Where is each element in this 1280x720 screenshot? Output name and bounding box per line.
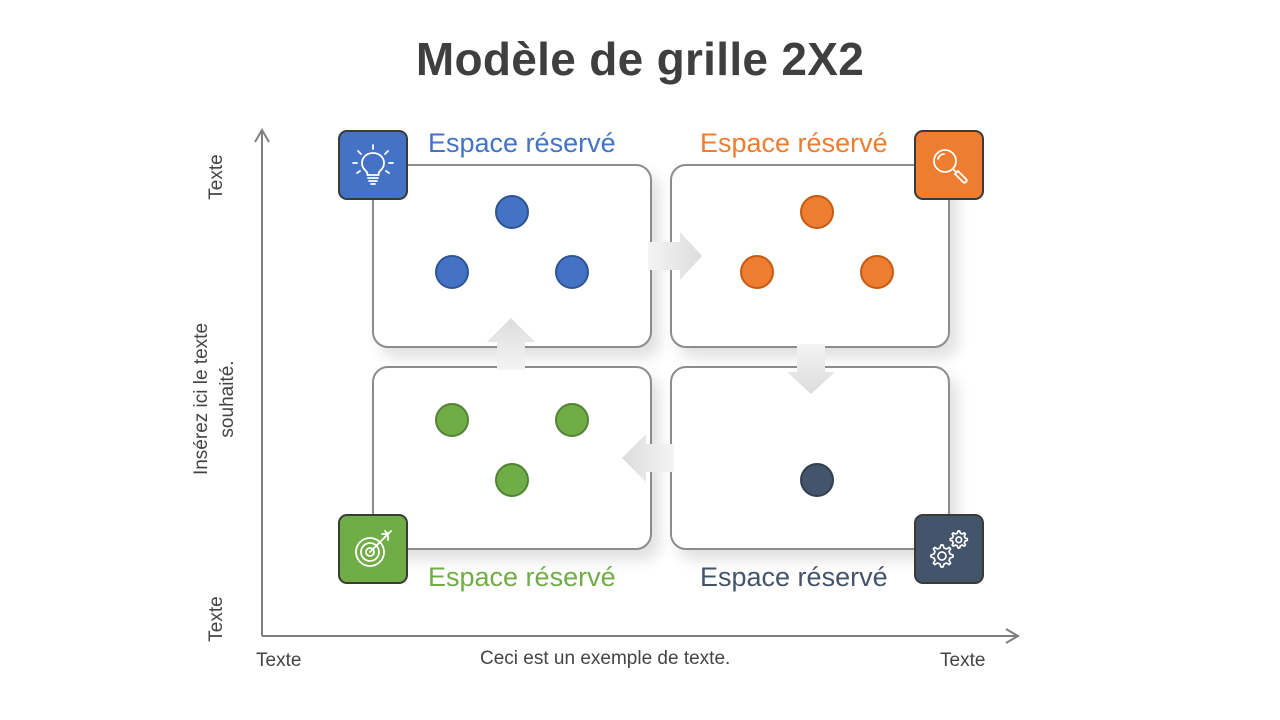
data-dot xyxy=(860,255,894,289)
data-dot xyxy=(555,255,589,289)
gears-icon xyxy=(930,530,969,568)
quadrant-bottom-left xyxy=(372,366,652,550)
data-dot xyxy=(495,463,529,497)
quadrant-label-bottom-left: Espace réservé xyxy=(428,562,616,592)
data-dot xyxy=(435,255,469,289)
target-icon xyxy=(355,530,392,567)
target-icon-box xyxy=(338,514,408,584)
x-axis-title: Ceci est un exemple de texte. xyxy=(480,648,731,669)
y-axis-title: Insérez ici le texte souhaité. xyxy=(191,322,238,476)
gears-icon-box xyxy=(914,514,984,584)
data-dot xyxy=(435,403,469,437)
y-axis-bottom-label: Texte xyxy=(206,596,227,642)
quadrant-top-right xyxy=(670,164,950,348)
y-axis-top-label: Texte xyxy=(206,154,227,200)
quadrant-label-top-right: Espace réservé xyxy=(700,128,888,158)
data-dot xyxy=(555,403,589,437)
x-axis-right-label: Texte xyxy=(940,650,986,671)
magnifier-icon-box xyxy=(914,130,984,200)
data-dot xyxy=(495,195,529,229)
quadrant-label-top-left: Espace réservé xyxy=(428,128,616,158)
x-axis-left-label: Texte xyxy=(256,650,302,671)
quadrant-top-left xyxy=(372,164,652,348)
magnifier-icon xyxy=(933,149,968,184)
quadrant-bottom-right xyxy=(670,366,950,550)
data-dot xyxy=(740,255,774,289)
lightbulb-icon xyxy=(352,144,394,185)
lightbulb-icon-box xyxy=(338,130,408,200)
quadrant-label-bottom-right: Espace réservé xyxy=(700,562,888,592)
data-dot xyxy=(800,463,834,497)
data-dot xyxy=(800,195,834,229)
page-title: Modèle de grille 2X2 xyxy=(415,33,865,85)
